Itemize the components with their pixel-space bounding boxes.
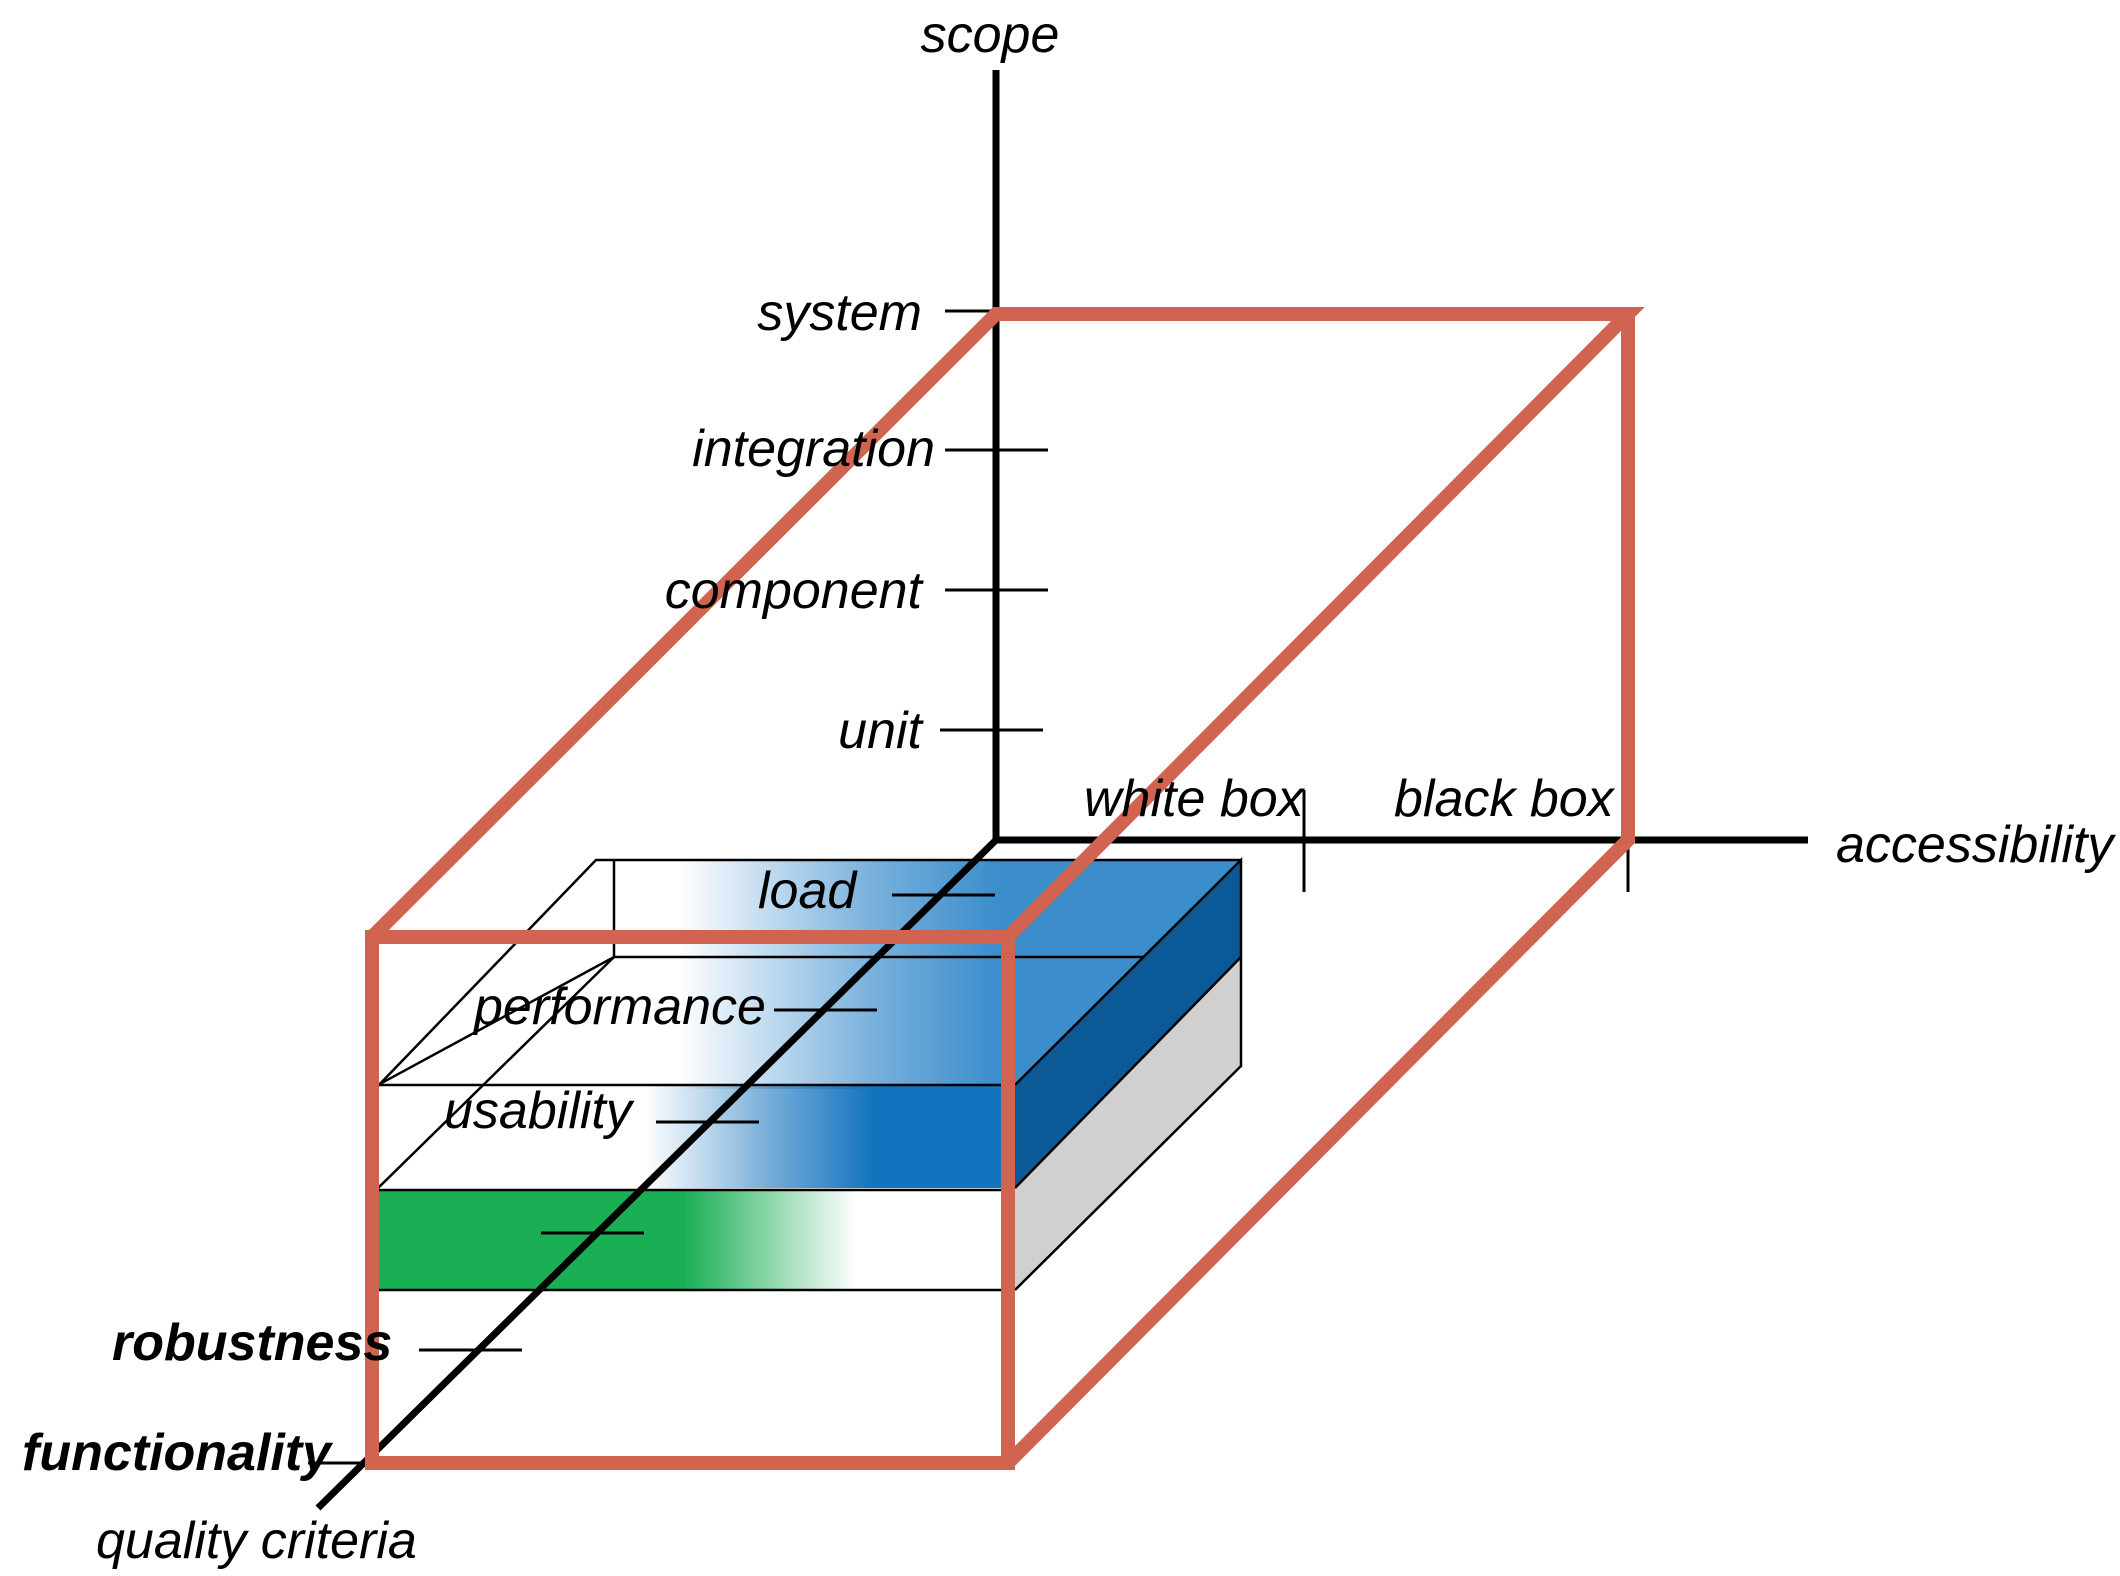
quality-label-performance: performance <box>472 978 766 1036</box>
green-band-front <box>378 1190 1015 1290</box>
accessibility-axis-label: accessibility <box>1836 816 2116 874</box>
quality-criteria-axis <box>315 837 999 1511</box>
block-side-edges <box>1014 856 1243 1291</box>
red-box-right-edges <box>1003 314 1635 1468</box>
quality-ticks <box>308 893 995 1465</box>
labels: scope accessibility quality criteria sys… <box>22 6 2116 1570</box>
axes <box>315 70 1808 1511</box>
quality-label-robustness: robustness <box>112 1314 392 1372</box>
accessibility-label-white-box: white box <box>1084 770 1306 828</box>
scope-label-system: system <box>757 284 922 342</box>
quality-criteria-axis-label: quality criteria <box>96 1512 417 1570</box>
quality-label-functionality: functionality <box>22 1424 334 1482</box>
scope-label-unit: unit <box>838 702 924 760</box>
quality-label-load: load <box>758 862 858 920</box>
scope-ticks <box>940 309 1048 732</box>
grey-block-side-face <box>1015 957 1241 1290</box>
accessibility-label-black-box: black box <box>1394 770 1616 828</box>
quality-block <box>374 856 1243 1292</box>
block-wire-lower <box>377 956 615 1189</box>
block-side-mid-edge <box>1014 956 1242 1189</box>
blue-block-side-face <box>1015 860 1241 1188</box>
scope-axis-label: scope <box>921 6 1060 64</box>
quality-label-usability: usability <box>444 1082 635 1140</box>
red-test-volume <box>365 307 1645 1470</box>
scope-label-integration: integration <box>692 420 935 478</box>
block-wire-top <box>374 858 1241 1090</box>
scope-label-component: component <box>665 562 925 620</box>
red-box-top-edges <box>367 307 1645 942</box>
